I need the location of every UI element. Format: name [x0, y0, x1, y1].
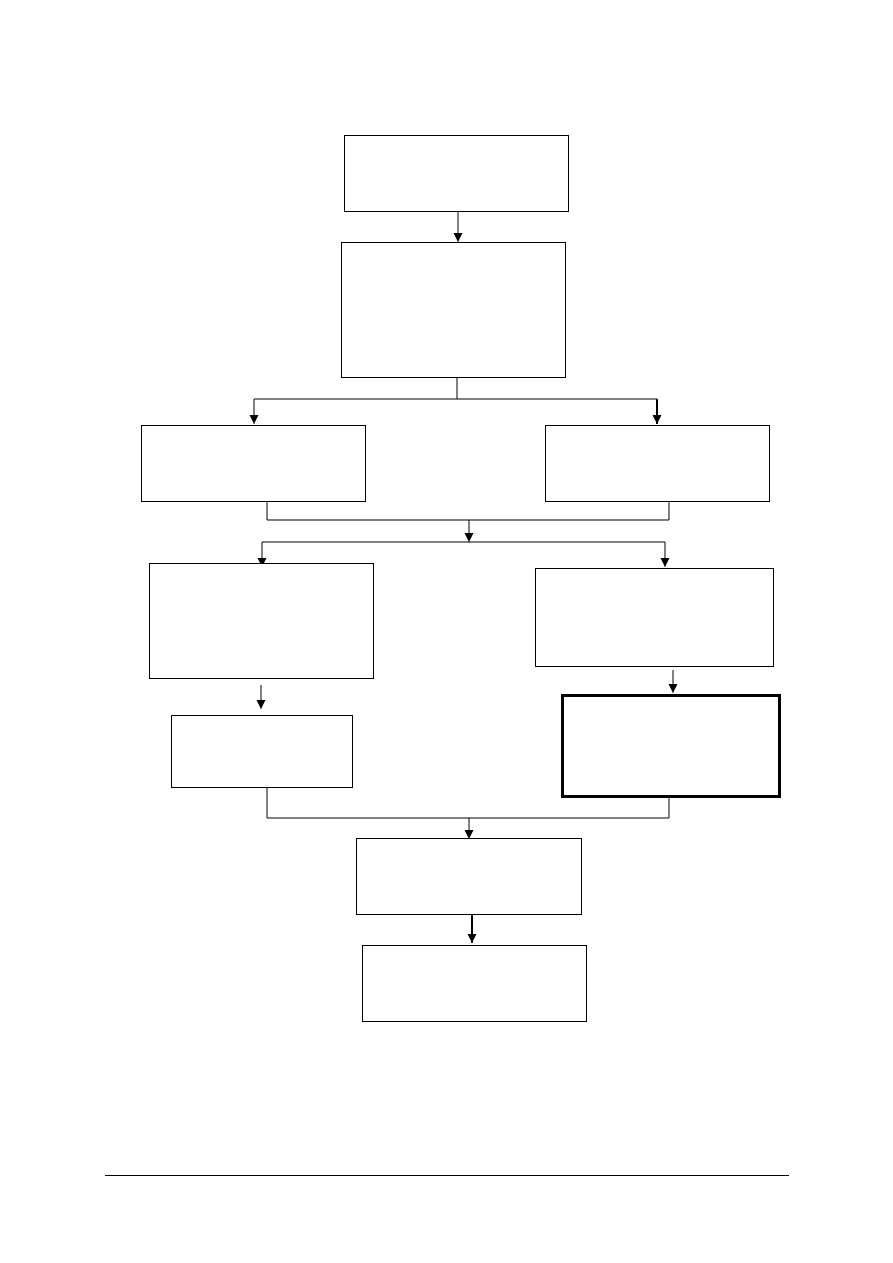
flow-node-7-text [172, 716, 352, 728]
flow-node-8-text [564, 697, 778, 709]
flow-node-10 [362, 945, 587, 1022]
flow-node-6 [535, 568, 774, 667]
flow-node-10-text [363, 946, 586, 958]
flow-node-9-text [357, 839, 581, 851]
flow-node-2-text [342, 243, 565, 255]
flow-node-8-emphasized [561, 694, 781, 798]
flow-node-4 [545, 425, 770, 502]
flow-node-6-text [536, 569, 773, 581]
flow-node-5 [149, 563, 374, 679]
footer-divider [105, 1175, 789, 1176]
flow-node-3 [141, 425, 366, 502]
flow-node-5-text [150, 564, 373, 576]
flow-node-4-text [546, 426, 769, 438]
flow-node-1 [344, 135, 569, 212]
flow-node-3-text [142, 426, 365, 438]
flow-node-9 [356, 838, 582, 915]
flow-node-2 [341, 242, 566, 378]
flow-node-1-text [345, 136, 568, 148]
flow-node-7 [171, 715, 353, 788]
